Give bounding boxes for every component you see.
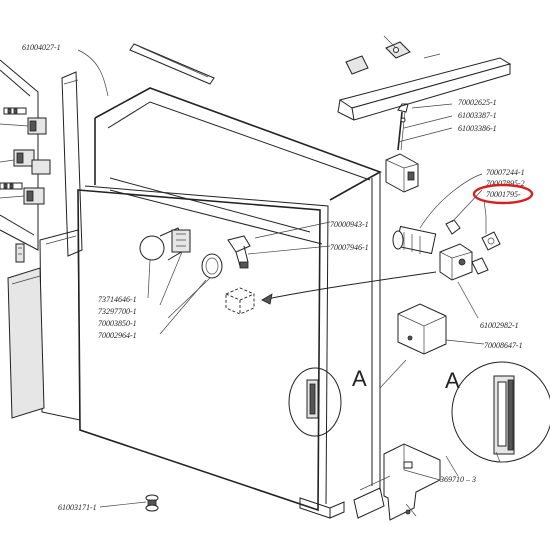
left-rail-assembly <box>0 59 83 263</box>
cabinet-door <box>7 185 342 512</box>
cable-gland-2 <box>0 182 23 190</box>
label-70003850: 70003850-1 <box>98 319 137 328</box>
label-70000943: 70000943-1 <box>330 220 369 229</box>
label-70007895: 70007895-2 <box>486 179 525 188</box>
rail-clip <box>345 55 369 75</box>
junction-box <box>397 303 485 355</box>
small-bracket <box>15 243 25 263</box>
right-channel-rail <box>337 35 512 121</box>
selector-knob <box>139 235 165 261</box>
label-61003171: 61003171-1 <box>58 503 97 512</box>
dashed-cube <box>225 287 255 315</box>
elbow-fitting <box>227 235 251 253</box>
label-70007244: 70007244-1 <box>486 168 525 177</box>
label-70007946: 70007946-1 <box>330 243 369 252</box>
label-70002964: 70002964-1 <box>98 331 137 340</box>
indicator-lamp <box>201 253 223 279</box>
label-70002625: 70002625-1 <box>458 98 497 107</box>
fitting-1 <box>445 219 461 235</box>
top-bracket-bar <box>129 43 215 85</box>
fitting-2 <box>481 231 501 251</box>
selector-body <box>171 229 191 253</box>
cable-gland-1 <box>3 107 27 115</box>
door-components <box>139 221 331 335</box>
connector-block-3 <box>31 159 51 175</box>
valve-body <box>439 243 473 281</box>
hinge-bracket <box>353 443 441 521</box>
detail-a-zoom <box>451 361 550 463</box>
screw-parts <box>385 103 453 193</box>
detail-marker-door: A <box>352 366 367 391</box>
label-369710: 369710 – 3 <box>439 475 476 484</box>
highlight-ellipse <box>472 183 534 205</box>
label-70008647: 70008647-1 <box>484 341 523 350</box>
label-73714646: 73714646-1 <box>98 295 137 304</box>
label-73297700: 73297700-1 <box>98 307 137 316</box>
valve-assembly <box>261 173 501 319</box>
label-70001795: 70001795- <box>486 190 521 199</box>
bottom-fasteners <box>99 494 345 519</box>
leader-lines <box>77 49 459 477</box>
cabinet-body <box>94 87 382 490</box>
label-61004027: 61004027-1 <box>22 43 61 52</box>
handle-detail-circle <box>288 367 342 437</box>
label-61003387: 61003387-1 <box>458 111 497 120</box>
detail-marker-zoom: A <box>445 368 460 393</box>
label-61003386: 61003386-1 <box>458 124 497 133</box>
label-61002982: 61002982-1 <box>480 321 519 330</box>
fitting-3 <box>471 257 489 275</box>
